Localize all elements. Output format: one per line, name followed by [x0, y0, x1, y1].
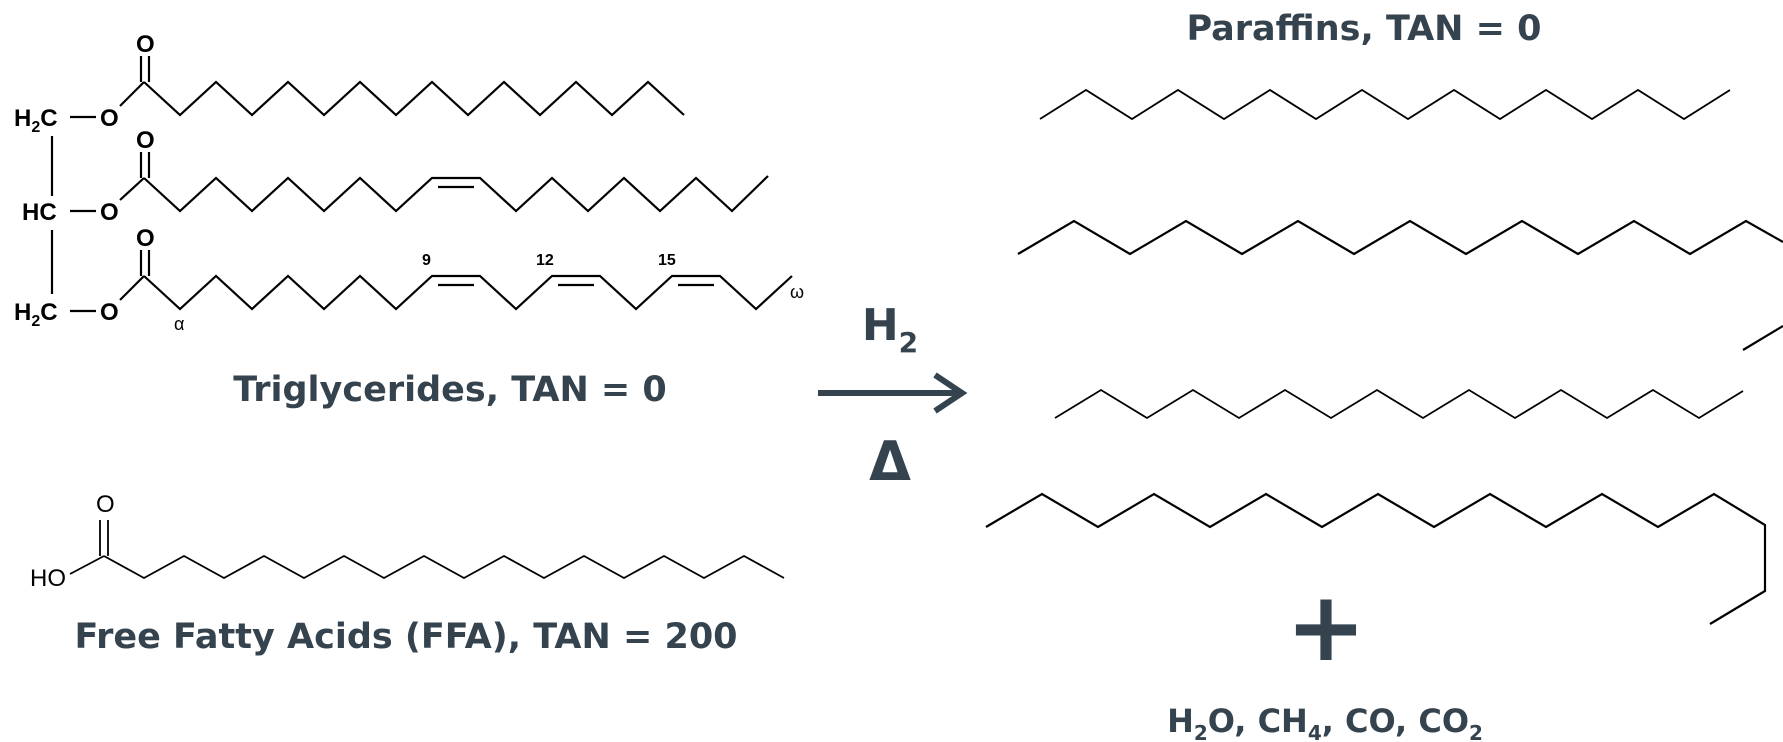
fatty-acid-chain-3	[119, 250, 793, 311]
carbonyl-oxygen-top: O	[136, 31, 155, 58]
free-fatty-acid-structure: O HO	[30, 491, 785, 592]
heat-symbol: Δ	[869, 430, 911, 493]
paraffin-chains	[985, 88, 1783, 625]
position-12-label: 12	[536, 252, 554, 269]
position-9-label: 9	[422, 252, 431, 269]
paraffin-chain-3	[1054, 388, 1744, 420]
hc-middle-label: HC	[22, 199, 57, 226]
byproducts-label: H2O, CH4, CO, CO2	[1167, 702, 1483, 742]
triglycerides-caption: Triglycerides, TAN = 0	[233, 370, 667, 410]
ester-oxygen-top: O	[100, 105, 119, 132]
carbonyl-oxygen-middle: O	[136, 127, 155, 154]
ester-oxygen-middle: O	[100, 199, 119, 226]
omega-label: ω	[790, 282, 804, 302]
position-15-label: 15	[658, 252, 676, 269]
paraffin-chain-2	[1017, 219, 1783, 256]
paraffin-chain-4	[985, 492, 1767, 625]
reaction-arrow: H2 Δ	[818, 300, 968, 493]
ester-oxygen-bottom: O	[100, 299, 119, 326]
carbonyl-oxygen-ffa: O	[96, 491, 115, 518]
reagent-h2: H2	[862, 300, 918, 359]
fatty-acid-chain-2	[119, 152, 769, 213]
triglyceride-structure: H2C HC H2C O O O O O O	[14, 31, 804, 334]
carbonyl-oxygen-bottom: O	[136, 225, 155, 252]
ffa-caption: Free Fatty Acids (FFA), TAN = 200	[74, 617, 737, 657]
plus-sign: +	[1286, 571, 1366, 683]
paraffin-chain-1	[1039, 88, 1731, 121]
paraffins-caption: Paraffins, TAN = 0	[1186, 9, 1541, 49]
alpha-label: α	[174, 314, 184, 334]
paraffin-chain-2-tail	[1742, 325, 1783, 351]
hydroxyl-label: HO	[30, 565, 66, 592]
h2c-bottom-label: H2C	[14, 299, 58, 330]
h2c-top-label: H2C	[14, 105, 58, 136]
fatty-acid-chain-1	[119, 56, 685, 117]
